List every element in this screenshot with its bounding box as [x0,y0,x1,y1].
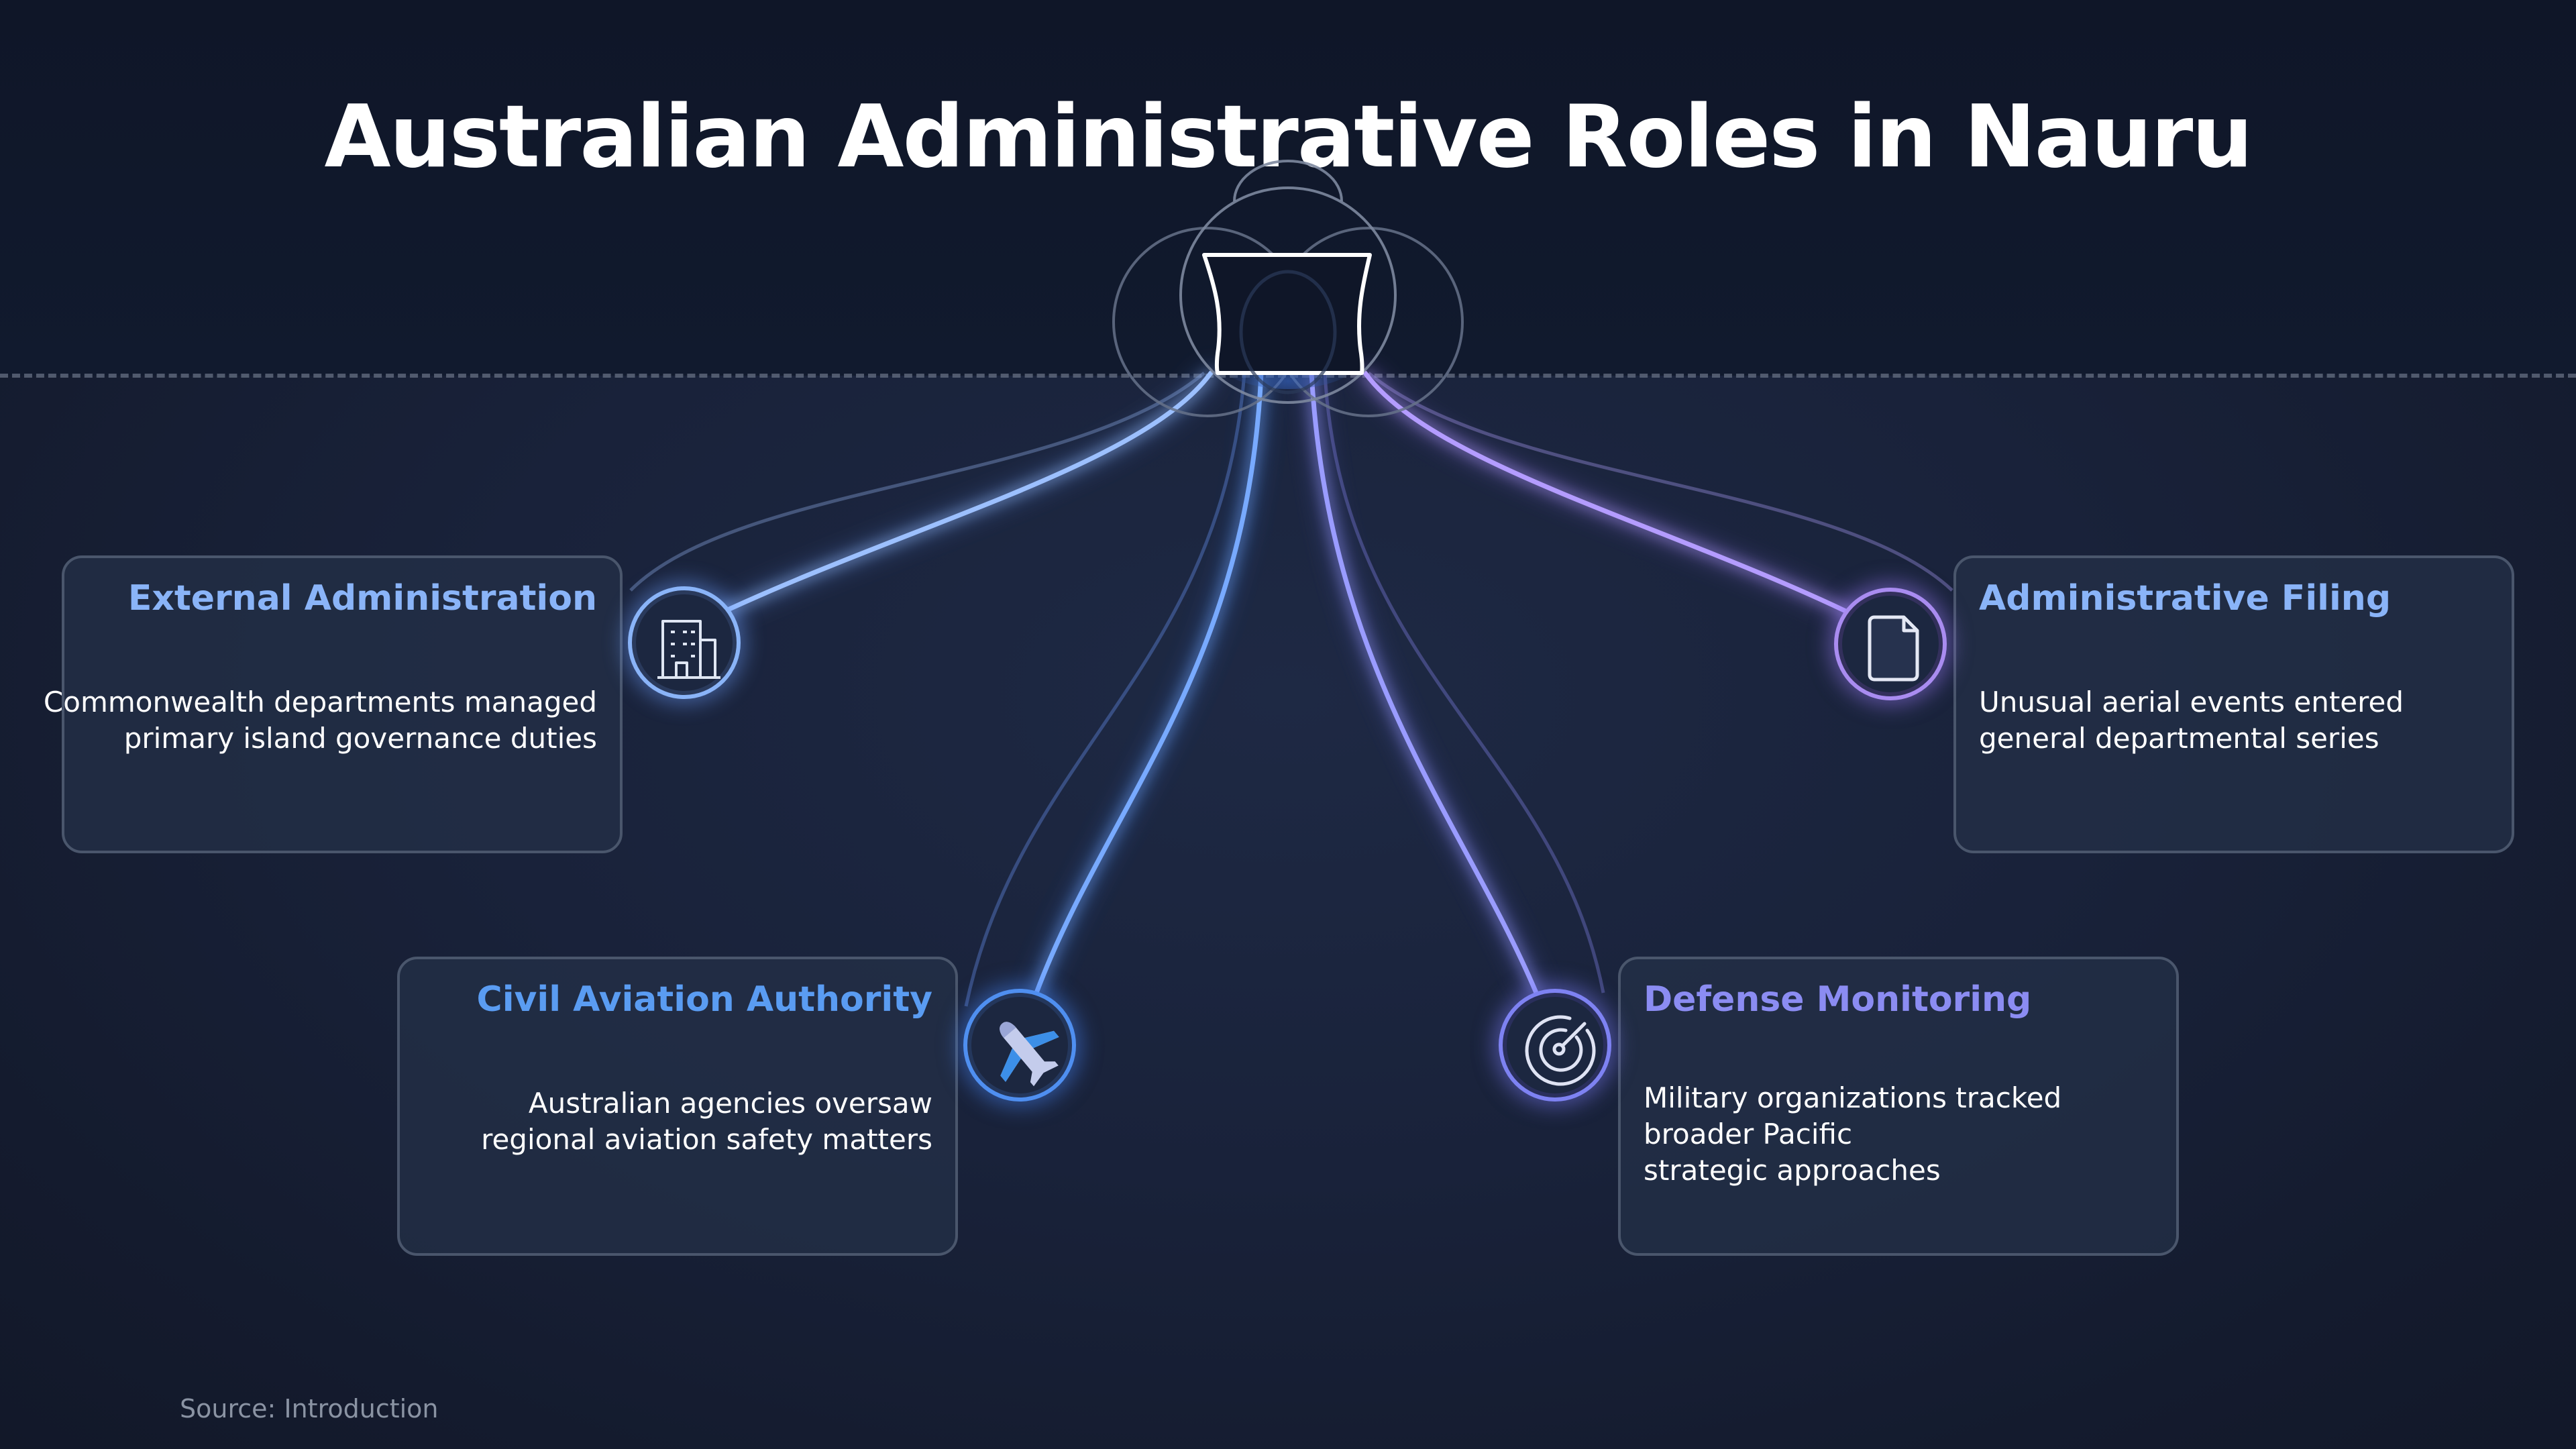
card-body: Australian agencies oversaw regional avi… [481,1085,932,1158]
connector-filing [1362,370,1888,633]
card-body-line: broader Pacific [1644,1118,1853,1150]
airplane-icon [963,989,1076,1102]
card-body-line: Unusual aerial events entered [1979,686,2404,718]
card-title: Defense Monitoring [1644,979,2032,1020]
connector-aviation [1034,370,1264,996]
card-body-line: primary island governance duties [123,722,597,755]
ribbon-aviation [964,372,1246,1007]
building-icon [628,586,741,699]
card-body: Unusual aerial events entered general de… [1979,684,2404,757]
page-title: Australian Administrative Roles in Nauru [324,87,2253,187]
card-body-line: Commonwealth departments managed [43,686,597,718]
card-body-line: regional aviation safety matters [481,1123,932,1156]
radar-icon [1499,989,1611,1102]
ribbon-group [629,372,1953,1007]
card-body: Commonwealth departments managed primary… [44,684,597,757]
card-title: Administrative Filing [1979,578,2392,619]
card-title: External Administration [127,578,597,619]
connector-group [678,367,1891,999]
document-icon [1834,588,1947,700]
card-body: Military organizations tracked broader P… [1644,1080,2061,1189]
card-body-line: Australian agencies oversaw [528,1087,932,1120]
card-administrative-filing[interactable]: Administrative Filing Unusual aerial eve… [1953,555,2514,853]
ribbon-external [629,372,1205,592]
card-body-line: Military organizations tracked [1644,1081,2062,1114]
source-note: Source: Introduction [180,1394,439,1424]
ribbon-defense [1323,372,1605,994]
connector-defense [1309,370,1539,996]
card-body-line: general departmental series [1979,722,2379,755]
cloud-shield-icon [1112,160,1464,417]
card-external-administration[interactable]: External Administration Commonwealth dep… [44,555,623,853]
ribbon-filing [1367,372,1953,592]
card-title: Civil Aviation Authority [476,979,932,1020]
card-defense-monitoring[interactable]: Defense Monitoring Military organization… [1618,957,2179,1256]
connector-external [682,370,1214,633]
card-body-line: strategic approaches [1644,1154,1941,1187]
card-civil-aviation-authority[interactable]: Civil Aviation Authority Australian agen… [397,957,958,1256]
